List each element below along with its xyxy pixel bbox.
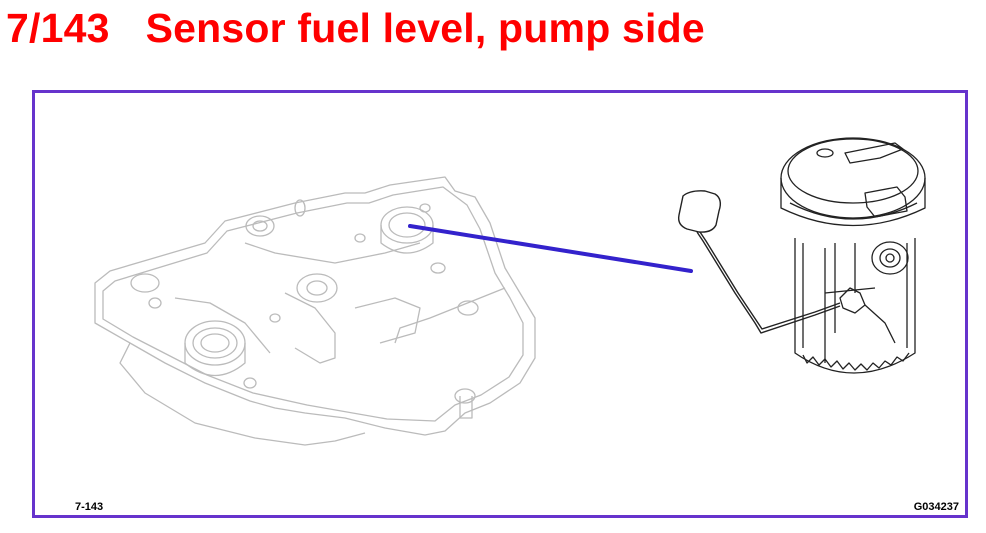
graphic-code: G034237: [913, 501, 959, 513]
illustration-frame: 7-143 G034237: [32, 90, 968, 518]
fuel-tank-drawing: [94, 176, 536, 446]
figure-title: Sensor fuel level, pump side: [145, 4, 705, 51]
fuel-level-sensor-drawing: [677, 190, 841, 334]
leader-line: [408, 224, 693, 273]
fuel-pump-module-drawing: [780, 137, 926, 374]
fuel-system-illustration: [94, 137, 926, 446]
figure-reference: 7-143: [75, 501, 104, 513]
page-title: 7/143 Sensor fuel level, pump side: [6, 0, 705, 56]
figure-number: 7/143: [6, 4, 110, 51]
